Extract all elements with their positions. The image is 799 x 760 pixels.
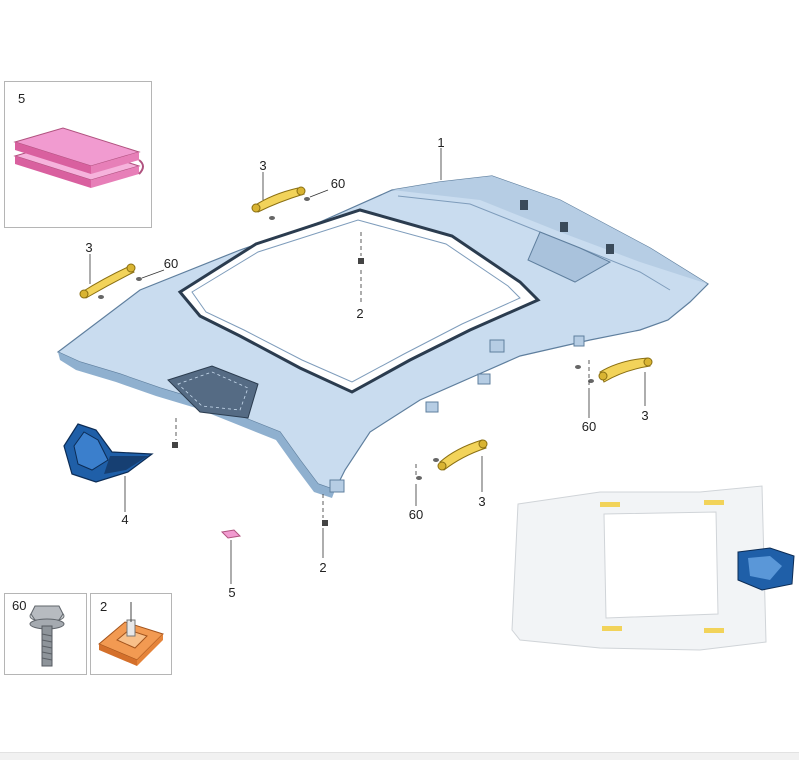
overview-thumbnail [511,485,795,651]
insulation-mat-icon [13,127,144,188]
insulation-piece [220,529,242,539]
overhead-console [63,423,154,483]
callout-handle-rear-left: 3 [259,158,266,173]
callout-console: 4 [121,512,128,527]
callout-clip-top: 2 [356,306,363,321]
inset-insulation-mat: 5 [4,81,152,228]
callout-handle-front-right: 3 [478,494,485,509]
grab-handle-front-right [437,439,488,471]
clip-icon [98,602,164,666]
inset-bolt: 60 [4,593,87,675]
callout-labels: 1 2 2 3 3 3 3 60 60 60 60 4 5 [85,135,648,600]
callout-clip-bottom: 2 [319,560,326,575]
callout-headliner: 1 [437,135,444,150]
bolt-icon [29,605,65,667]
callout-bolt-front-left: 60 [164,256,178,271]
headliner [56,175,709,498]
grab-handle-front-left [79,263,136,299]
bolts [98,197,594,480]
leader-lines [89,148,646,584]
callout-bolt-rear-left: 60 [331,176,345,191]
callout-handle-front-left: 3 [85,240,92,255]
callout-handle-rear-right: 3 [641,408,648,423]
inset-insulation-mat-label: 5 [18,91,26,106]
grab-handle-rear-left [251,186,306,213]
inset-bolt-label: 60 [12,598,27,613]
inset-clip-label: 2 [100,599,108,614]
grab-handle-rear-right [598,357,653,383]
clips [172,258,364,526]
callout-bolt-front-right: 60 [409,507,423,522]
callout-mat-piece: 5 [228,585,235,600]
inset-clip: 2 [90,593,172,675]
bottom-rule [0,752,799,760]
callout-bolt-rear-right: 60 [582,419,596,434]
